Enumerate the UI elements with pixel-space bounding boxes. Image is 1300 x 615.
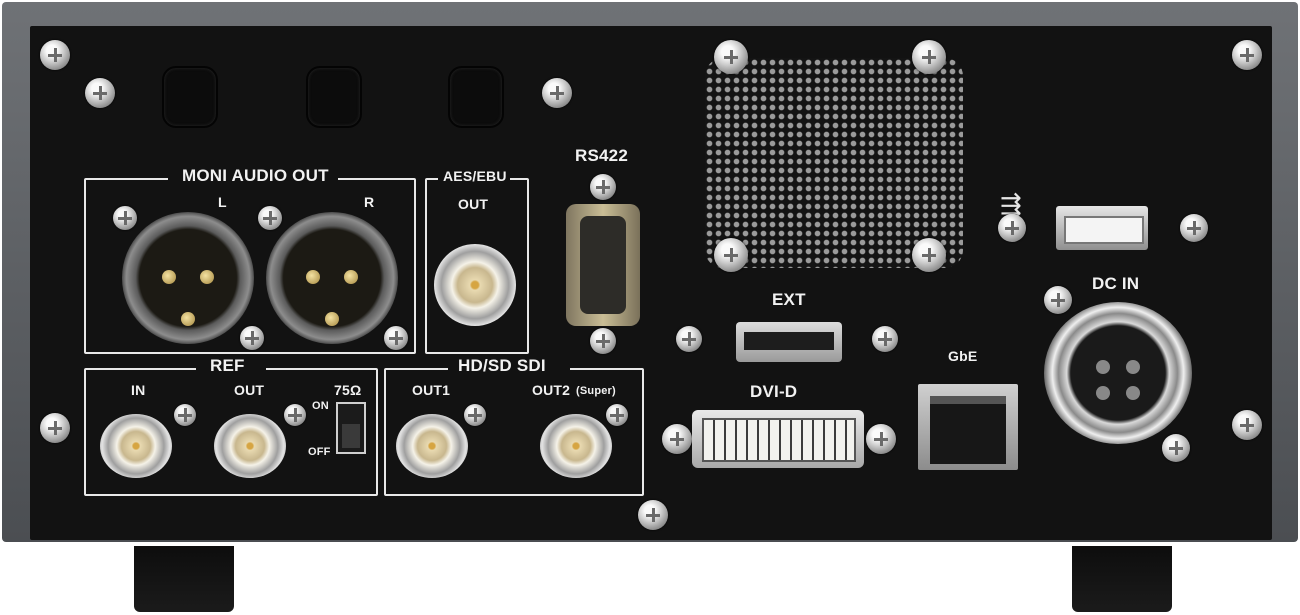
xlr-out-right[interactable] <box>266 212 398 344</box>
audio-right-label: R <box>364 194 375 210</box>
aes-ebu-out-label: OUT <box>458 196 489 212</box>
ext-port[interactable] <box>736 322 842 362</box>
cooling-fan-grille <box>705 58 963 268</box>
ref-out-label: OUT <box>234 382 265 398</box>
panel-screw <box>174 404 196 426</box>
usb-port[interactable] <box>1056 206 1148 250</box>
ref-in-bnc-connector[interactable] <box>100 414 172 478</box>
panel-screw <box>240 326 264 350</box>
panel-screw <box>1232 410 1262 440</box>
panel-screw <box>542 78 572 108</box>
panel-screw <box>113 206 137 230</box>
ref-75-ohm-label: 75Ω <box>334 382 362 398</box>
fan-screw <box>714 40 748 74</box>
panel-screw <box>1232 40 1262 70</box>
fan-screw <box>714 238 748 272</box>
knockout-hole <box>162 66 218 128</box>
panel-screw <box>1044 286 1072 314</box>
panel-screw <box>606 404 628 426</box>
ref-title: REF <box>210 356 245 375</box>
ref-on-label: ON <box>312 400 329 412</box>
rs422-label: RS422 <box>575 146 628 165</box>
dc-in-label: DC IN <box>1092 274 1140 293</box>
sdi-out2-note: (Super) <box>576 385 616 397</box>
sdi-out2-bnc-connector[interactable] <box>540 414 612 478</box>
dvi-d-port[interactable] <box>692 410 864 468</box>
panel-screw <box>998 214 1026 242</box>
panel-screw <box>590 328 616 354</box>
rs422-dsub-connector[interactable] <box>566 204 640 326</box>
aes-ebu-title: AES/EBU <box>443 168 507 184</box>
panel-screw <box>638 500 668 530</box>
gbe-label: GbE <box>948 348 978 364</box>
panel-screw <box>1180 214 1208 242</box>
aes-ebu-bnc-connector[interactable] <box>434 244 516 326</box>
fan-screw <box>912 238 946 272</box>
panel-screw <box>40 40 70 70</box>
knockout-hole <box>306 66 362 128</box>
panel-screw <box>40 413 70 443</box>
sdi-out2-label: OUT2 <box>532 382 571 398</box>
panel-screw <box>1162 434 1190 462</box>
panel-screw <box>85 78 115 108</box>
gbe-ethernet-port[interactable] <box>918 384 1018 470</box>
usb-icon: ⇶ <box>1000 190 1022 220</box>
ref-termination-switch[interactable] <box>336 402 366 454</box>
panel-screw <box>676 326 702 352</box>
sdi-title: HD/SD SDI <box>458 356 546 375</box>
moni-audio-out-title: MONI AUDIO OUT <box>182 166 329 185</box>
fan-screw <box>912 40 946 74</box>
dc-in-xlr-connector[interactable] <box>1044 302 1192 444</box>
dvi-d-label: DVI-D <box>750 382 798 401</box>
right-foot <box>1072 546 1172 612</box>
ref-in-label: IN <box>131 382 146 398</box>
sdi-out1-label: OUT1 <box>412 382 451 398</box>
panel-screw <box>258 206 282 230</box>
dvi-screw <box>866 424 896 454</box>
ref-off-label: OFF <box>308 446 331 458</box>
panel-screw <box>464 404 486 426</box>
ext-label: EXT <box>772 290 806 309</box>
panel-screw <box>384 326 408 350</box>
audio-left-label: L <box>218 194 227 210</box>
left-foot <box>134 546 234 612</box>
panel-screw <box>284 404 306 426</box>
ref-out-bnc-connector[interactable] <box>214 414 286 478</box>
knockout-hole <box>448 66 504 128</box>
panel-screw <box>590 174 616 200</box>
panel-screw <box>872 326 898 352</box>
dvi-screw <box>662 424 692 454</box>
xlr-out-left[interactable] <box>122 212 254 344</box>
sdi-out1-bnc-connector[interactable] <box>396 414 468 478</box>
